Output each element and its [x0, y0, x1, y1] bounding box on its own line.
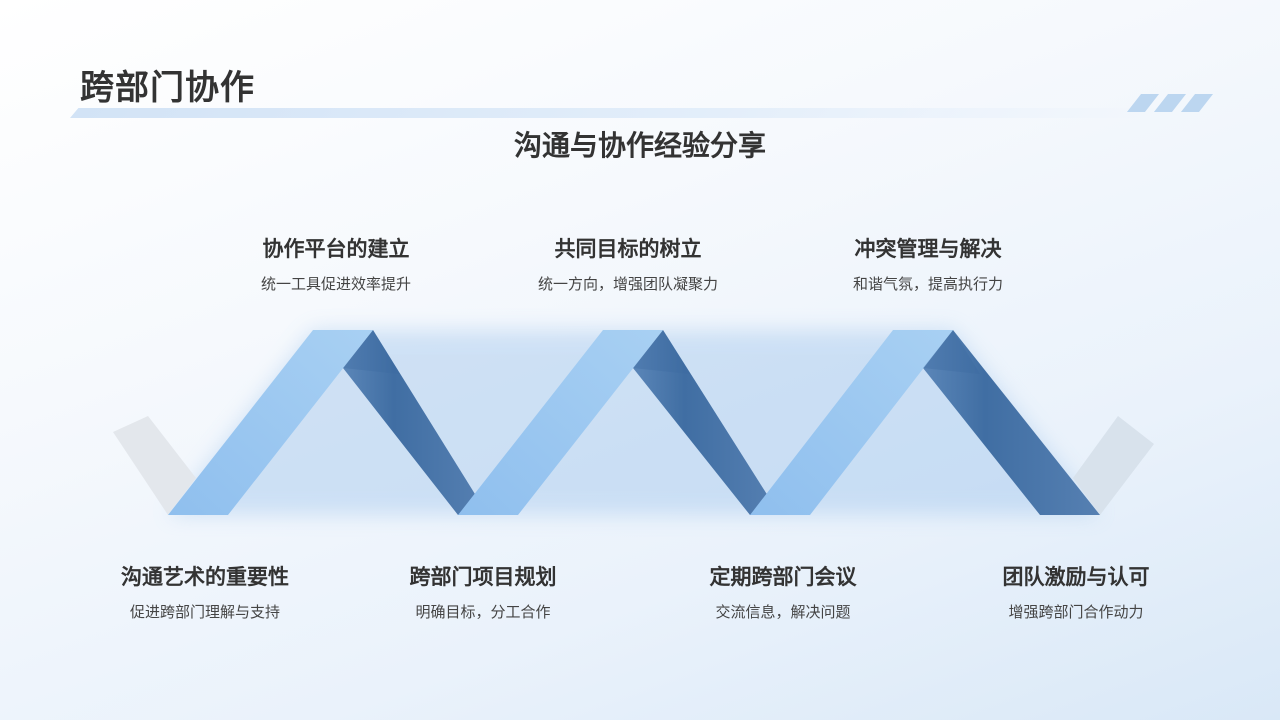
top-item-2: 共同目标的树立 统一方向，增强团队凝聚力 [498, 234, 758, 294]
item-title: 团队激励与认可 [1002, 565, 1150, 589]
item-desc: 明确目标，分工合作 [415, 603, 551, 621]
item-title: 跨部门项目规划 [409, 565, 557, 589]
bottom-item-1: 沟通艺术的重要性 促进跨部门理解与支持 [75, 562, 335, 622]
item-title: 沟通艺术的重要性 [121, 565, 289, 589]
dark-band-2 [633, 330, 780, 515]
light-band-3 [750, 330, 953, 515]
item-title: 定期跨部门会议 [709, 565, 857, 589]
bottom-item-3: 定期跨部门会议 交流信息，解决问题 [653, 562, 913, 622]
dark-band-1 [343, 330, 488, 515]
page-title: 跨部门协作 [80, 68, 255, 108]
bottom-item-4: 团队激励与认可 增强跨部门合作动力 [946, 562, 1206, 622]
top-item-1: 协作平台的建立 统一工具促进效率提升 [206, 234, 466, 294]
item-desc: 交流信息，解决问题 [715, 603, 851, 621]
grey-band-left [113, 416, 196, 515]
light-band-2 [458, 330, 663, 515]
item-desc: 统一工具促进效率提升 [260, 275, 411, 293]
item-title: 冲突管理与解决 [854, 237, 1002, 261]
dark-band-3 [923, 330, 1100, 515]
item-desc: 和谐气氛，提高执行力 [852, 275, 1003, 293]
item-desc: 统一方向，增强团队凝聚力 [537, 275, 718, 293]
grey-band-right [1073, 416, 1154, 515]
item-title: 协作平台的建立 [262, 237, 410, 261]
item-title: 共同目标的树立 [554, 237, 702, 261]
item-desc: 促进跨部门理解与支持 [129, 603, 280, 621]
light-band-1 [168, 330, 373, 515]
top-item-3: 冲突管理与解决 和谐气氛，提高执行力 [798, 234, 1058, 294]
section-subtitle: 沟通与协作经验分享 [513, 129, 766, 162]
bottom-item-2: 跨部门项目规划 明确目标，分工合作 [353, 562, 613, 622]
item-desc: 增强跨部门合作动力 [1008, 603, 1144, 621]
